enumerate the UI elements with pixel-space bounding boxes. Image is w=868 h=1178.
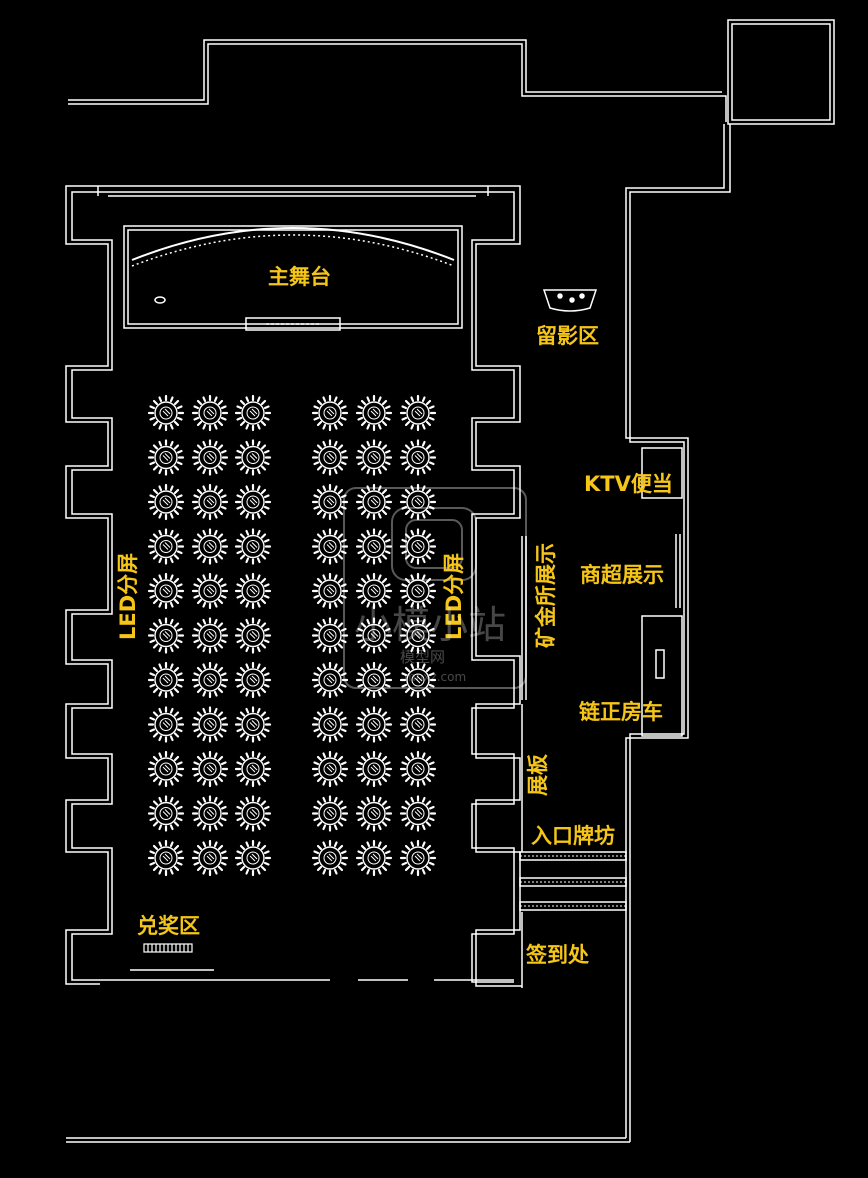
round-table-icon [311,439,349,476]
round-table-icon [399,394,437,432]
round-table-icon [191,483,229,521]
side-structures [521,447,683,988]
photo-area-label: 留影区 [536,324,599,348]
main-stage-outline [123,225,463,331]
round-table-icon [234,528,272,565]
round-table-icon [355,795,393,832]
round-table-icon [311,394,349,432]
prize-area-label: 兑奖区 [137,914,200,938]
round-table-icon [147,572,185,610]
round-table-icon [399,795,437,832]
round-table-icon [191,394,229,432]
round-table-icon [191,661,229,699]
round-table-icon [147,795,185,832]
ktv-label: KTV便当 [584,472,673,496]
round-table-icon [147,394,185,432]
prize-counter [143,943,193,953]
round-table-icon [311,706,349,743]
board-label: 展板 [526,754,550,796]
car-label: 链正房车 [579,700,663,724]
building-walls [65,19,835,1143]
round-table-icon [355,750,393,788]
round-table-icon [355,439,393,476]
round-table-icon [147,750,185,788]
watermark-url: mnxz.com [404,670,467,684]
round-table-icon [399,483,437,521]
round-table-icon [234,617,272,654]
mine-display-label: 矿金所展示 [534,543,558,648]
entrance-label: 入口牌坊 [531,824,615,848]
watermark-subtext: 模型网 [400,648,446,666]
round-table-icon [147,528,185,565]
round-table-icon [399,706,437,743]
round-table-icon [311,795,349,832]
round-table-icon [191,795,229,832]
round-table-icon [191,617,229,654]
round-table-icon [355,839,393,877]
round-table-icon [311,750,349,788]
round-table-icon [234,750,272,788]
round-table-icon [311,839,349,877]
round-table-icon [147,706,185,743]
watermark-text: 小模小站 [354,603,507,647]
round-table-icon [191,750,229,788]
round-table-icon [234,661,272,699]
round-table-icon [355,394,393,432]
photo-backdrop-icon [542,289,598,312]
round-table-icon [355,661,393,699]
checkin-label: 签到处 [526,943,589,967]
round-table-icon [234,483,272,521]
round-table-icon [399,750,437,788]
round-table-icon [234,706,272,743]
round-table-icon [191,706,229,743]
round-table-icon [355,483,393,521]
watermark-frame [343,487,527,689]
entrance-arch [519,851,627,911]
round-table-icon [234,795,272,832]
round-table-icon [234,439,272,476]
round-table-icon [147,839,185,877]
round-table-icon [311,572,349,610]
round-table-icon [311,528,349,565]
round-table-icon [355,706,393,743]
round-table-icon [234,572,272,610]
round-table-icon [147,483,185,521]
round-table-icon [147,617,185,654]
round-table-icon [191,839,229,877]
main-stage-label: 主舞台 [268,265,331,289]
round-table-icon [311,617,349,654]
round-table-icon [311,661,349,699]
round-table-icon [399,439,437,476]
round-table-icon [191,572,229,610]
round-table-icon [234,839,272,877]
round-table-icon [147,661,185,699]
round-table-icon [191,439,229,476]
supermarket-label: 商超展示 [580,563,664,587]
round-table-icon [311,483,349,521]
led-left-label: LED分屏 [116,552,140,640]
round-table-icon [147,439,185,476]
round-table-icon [191,528,229,565]
round-table-icon [234,394,272,432]
round-table-icon [355,528,393,565]
round-table-icon [399,839,437,877]
